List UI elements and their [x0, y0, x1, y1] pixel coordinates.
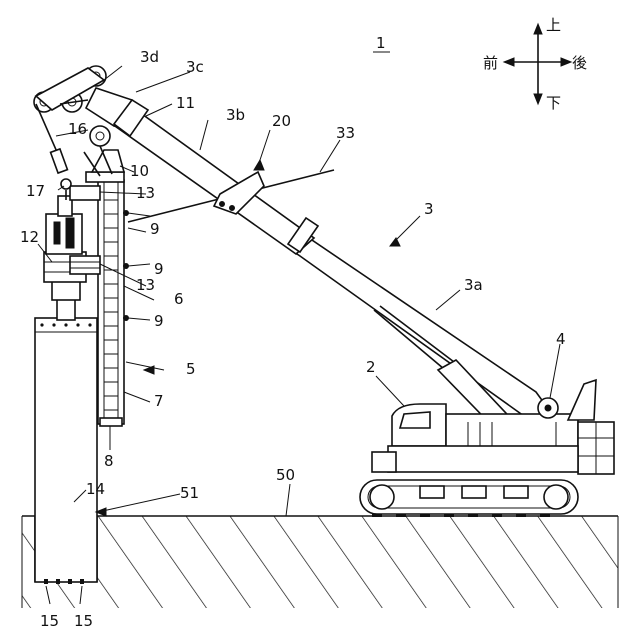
ground-hatching	[22, 516, 618, 608]
label-9-middle: 9	[154, 260, 164, 278]
arrow-right-icon	[561, 58, 571, 66]
label-3a: 3a	[464, 276, 483, 294]
label-8: 8	[104, 452, 114, 470]
label-15-left: 15	[40, 612, 59, 630]
label-20: 20	[272, 112, 291, 130]
ground	[22, 514, 618, 608]
casing-tube	[35, 318, 97, 584]
label-3d: 3d	[140, 48, 159, 66]
sprocket-wheel	[544, 485, 568, 509]
label-51: 51	[180, 484, 199, 502]
label-16: 16	[68, 120, 87, 138]
label-12: 12	[20, 228, 39, 246]
compass-front-label: 前	[483, 54, 498, 72]
boom-lower-sheave	[90, 126, 110, 146]
arrow-up-icon	[534, 24, 542, 34]
casing-body	[35, 318, 97, 582]
label-14: 14	[86, 480, 105, 498]
hook-block	[51, 149, 68, 173]
label-17: 17	[26, 182, 45, 200]
label-4: 4	[556, 330, 566, 348]
label-7: 7	[154, 392, 164, 410]
cutting-bit	[44, 579, 48, 584]
label-10: 10	[130, 162, 149, 180]
cab-window	[400, 412, 430, 428]
compass-down-label: 下	[546, 94, 561, 112]
guide-roller	[124, 264, 129, 269]
boom-section-3a	[294, 236, 552, 416]
label-15-right: 15	[74, 612, 93, 630]
arrow-left-icon	[504, 58, 514, 66]
cutting-bit	[68, 579, 72, 584]
svg-text:1: 1	[376, 34, 386, 52]
direction-compass: 上 下 前 後	[483, 16, 587, 112]
label-5: 5	[186, 360, 196, 378]
guide-roller	[124, 316, 129, 321]
label-9-top: 9	[150, 220, 160, 238]
mast-body	[98, 180, 124, 424]
label-11: 11	[176, 94, 195, 112]
cutting-bit	[56, 579, 60, 584]
guide-roller	[124, 211, 129, 216]
label-3b: 3b	[226, 106, 245, 124]
front-step	[372, 452, 396, 472]
label-3: 3	[424, 200, 434, 218]
idler-wheel	[370, 485, 394, 509]
label-50: 50	[276, 466, 295, 484]
arrow-down-icon	[534, 94, 542, 104]
revolving-deck	[388, 446, 578, 472]
label-13-top: 13	[136, 184, 155, 202]
label-13-bottom: 13	[136, 276, 155, 294]
label-33: 33	[336, 124, 355, 142]
arrow-20-icon	[254, 160, 264, 170]
figure-number: 1	[373, 34, 390, 52]
compass-up-label: 上	[546, 16, 561, 34]
compass-rear-label: 後	[572, 54, 587, 72]
label-3c: 3c	[186, 58, 204, 76]
label-6: 6	[174, 290, 184, 308]
label-2: 2	[366, 358, 376, 376]
cutting-bit	[80, 579, 84, 584]
arrow-3-icon	[390, 238, 400, 246]
gantry	[568, 380, 596, 420]
label-9-bottom: 9	[154, 312, 164, 330]
